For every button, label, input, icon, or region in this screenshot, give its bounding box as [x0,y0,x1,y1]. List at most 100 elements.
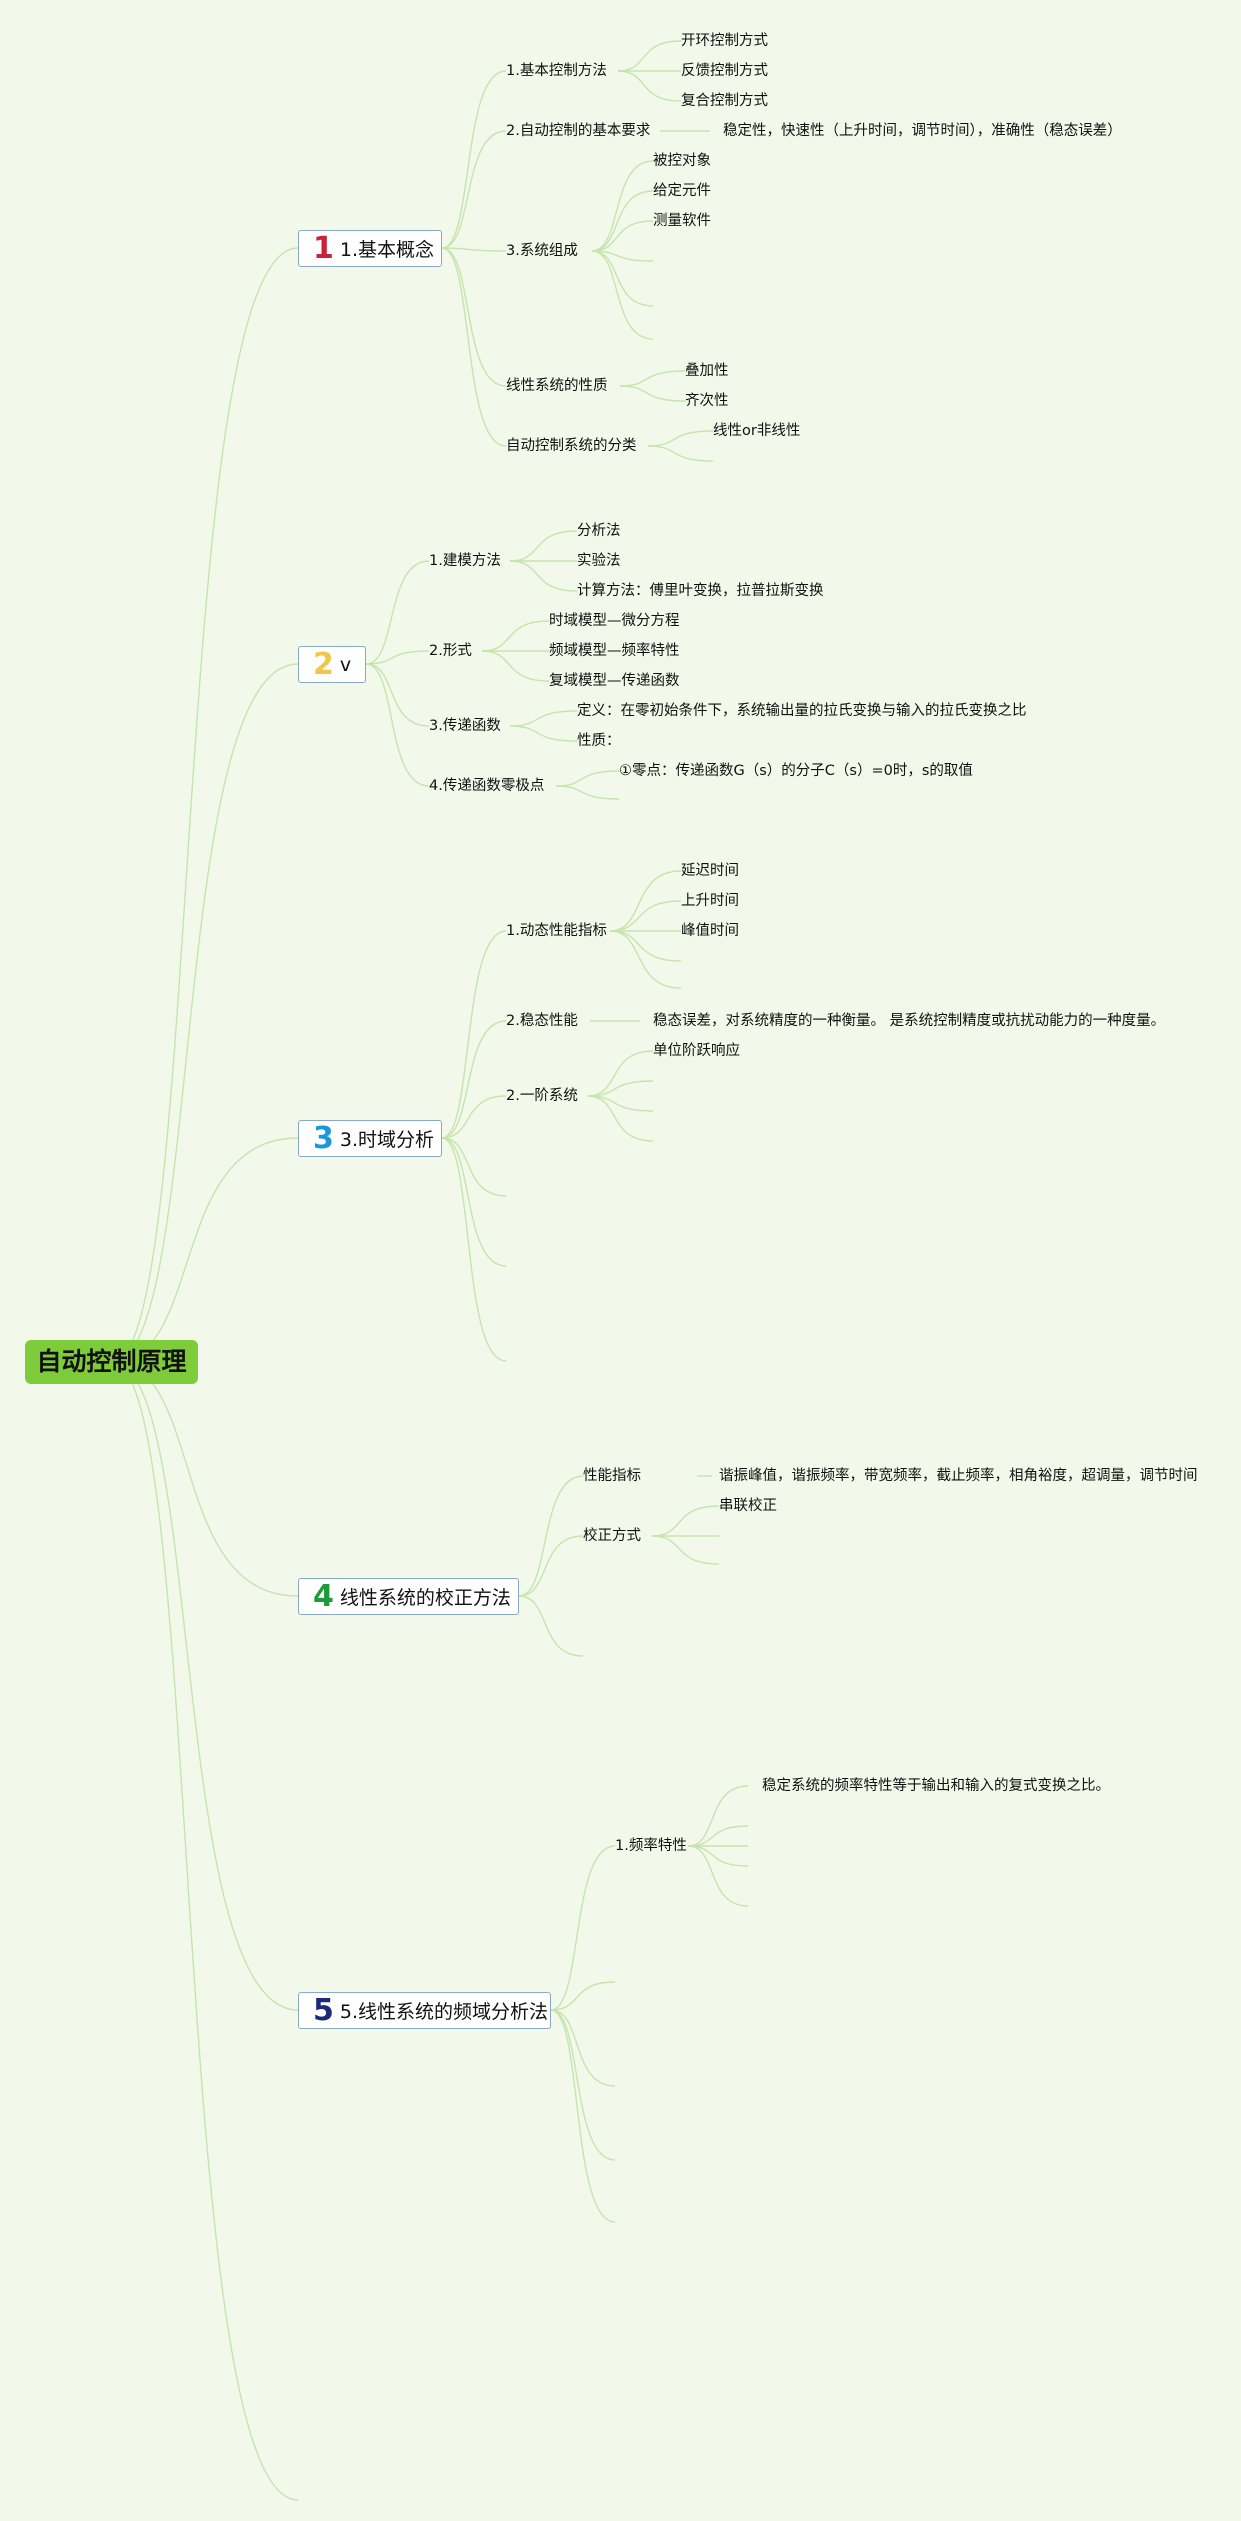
connector-line [111,1361,299,2501]
connector-line [651,1505,720,1537]
connector-line [687,1845,749,1867]
connector-line [111,1361,299,2011]
subtopic-1-4[interactable]: 线性系统的性质 [506,378,608,394]
number-5-icon: 5 [313,1992,334,2028]
leaf-3-1-2[interactable]: 上升时间 [681,893,739,909]
topic-4-node[interactable]: 4 线性系统的校正方法 [298,1578,519,1615]
leaf-2-2-1[interactable]: 时域模型—微分方程 [549,613,680,629]
connector-line [687,1845,749,1907]
leaf-5-1-1[interactable]: 稳定系统的频率特性等于输出和输入的复式变换之比。 [762,1778,1110,1794]
leaf-2-2-2[interactable]: 频域模型—频率特性 [549,643,680,659]
connector-line [441,1020,507,1139]
subtopic-3-2[interactable]: 2.稳态性能 [506,1013,578,1029]
connector-line [111,247,299,1363]
leaf-1-5-1[interactable]: 线性or非线性 [713,423,801,439]
leaf-3-1-1[interactable]: 延迟时间 [681,863,739,879]
connector-line [550,1845,616,2011]
connector-line [555,770,620,787]
connector-line [441,70,507,249]
leaf-2-3-2[interactable]: 性质： [577,733,621,749]
connector-line [509,710,578,727]
connector-line [365,663,430,727]
connector-line [441,247,507,387]
subtopic-1-3[interactable]: 3.系统组成 [506,243,578,259]
connector-line [587,1080,654,1097]
subtopic-3-1[interactable]: 1.动态性能指标 [506,923,607,939]
leaf-2-3-1[interactable]: 定义：在零初始条件下，系统输出量的拉氏变换与输入的拉氏变换之比 [577,703,1027,719]
leaf-2-2-3[interactable]: 复域模型—传递函数 [549,673,680,689]
subtopic-1-2[interactable]: 2.自动控制的基本要求 [506,123,651,139]
subtopic-2-1[interactable]: 1.建模方法 [429,553,501,569]
connector-line [587,1095,654,1142]
number-3-icon: 3 [313,1120,334,1156]
leaf-2-1-3[interactable]: 计算方法：傅里叶变换，拉普拉斯变换 [577,583,824,599]
connector-line [609,870,682,932]
leaf-1-4-1[interactable]: 叠加性 [685,363,729,379]
topic-5-node[interactable]: 5 5.线性系统的频域分析法 [298,1992,551,2029]
leaf-1-1-1[interactable]: 开环控制方式 [681,33,768,49]
connector-line [550,2009,616,2223]
root-node[interactable]: 自动控制原理 [25,1340,198,1384]
leaf-3-3-1[interactable]: 单位阶跃响应 [653,1043,740,1059]
connector-line [587,1095,654,1112]
connector-line [647,445,714,462]
topic-3-node[interactable]: 3 3.时域分析 [298,1120,442,1157]
connector-line [441,130,507,249]
connector-line [518,1475,584,1597]
connector-line [509,725,578,742]
subtopic-2-3[interactable]: 3.传递函数 [429,718,501,734]
leaf-1-2-1[interactable]: 稳定性，快速性（上升时间，调节时间），准确性（稳态误差） [723,123,1122,139]
connector-line [441,247,507,447]
connector-line [365,663,430,787]
connector-line [587,1050,654,1097]
connector-line [481,650,550,682]
connector-line [111,1137,299,1363]
leaf-4-1-1[interactable]: 谐振峰值，谐振频率，带宽频率，截止频率，相角裕度，超调量，调节时间 [719,1468,1198,1484]
leaf-2-1-1[interactable]: 分析法 [577,523,621,539]
leaf-4-2-1[interactable]: 串联校正 [719,1498,777,1514]
connector-line [555,785,620,800]
leaf-2-4-1[interactable]: ①零点：传递函数G（s）的分子C（s）=0时，s的取值 [619,763,973,779]
connector-line [441,1137,507,1362]
leaf-3-1-3[interactable]: 峰值时间 [681,923,739,939]
number-1-icon: 1 [313,230,334,266]
topic-2-node[interactable]: 2 v [298,646,366,683]
connector-line [365,560,430,665]
connector-line [111,1361,299,1597]
connector-line [441,1137,507,1267]
connector-line [509,530,578,562]
leaf-1-1-2[interactable]: 反馈控制方式 [681,63,768,79]
leaf-3-2-1[interactable]: 稳态误差，对系统精度的一种衡量。 是系统控制精度或抗扰动能力的一种度量。 [653,1013,1166,1029]
subtopic-4-1[interactable]: 性能指标 [583,1468,641,1484]
topic-1-node[interactable]: 1 1.基本概念 [298,230,442,267]
connector-line [550,1981,616,2011]
connector-line [441,930,507,1139]
connector-line [651,1535,720,1565]
subtopic-1-5[interactable]: 自动控制系统的分类 [506,438,637,454]
leaf-1-1-3[interactable]: 复合控制方式 [681,93,768,109]
topic-3-label: 3.时域分析 [339,1129,435,1151]
subtopic-3-3[interactable]: 2.一阶系统 [506,1088,578,1104]
subtopic-2-2[interactable]: 2.形式 [429,643,472,659]
subtopic-2-4[interactable]: 4.传递函数零极点 [429,778,545,794]
leaf-1-3-1[interactable]: 被控对象 [653,153,711,169]
topic-4-label: 线性系统的校正方法 [339,1587,511,1609]
subtopic-4-2[interactable]: 校正方式 [583,1528,641,1544]
leaf-2-1-2[interactable]: 实验法 [577,553,621,569]
connector-line [518,1595,584,1657]
connector-line [591,250,654,340]
subtopic-5-1[interactable]: 1.频率特性 [615,1838,687,1854]
connector-line [687,1785,749,1847]
connector-line [619,385,686,402]
connector-line [550,2009,616,2087]
connector-line [617,40,682,72]
leaf-1-4-2[interactable]: 齐次性 [685,393,729,409]
connector-line [619,370,686,387]
topic-1-label: 1.基本概念 [339,239,435,261]
leaf-1-3-3[interactable]: 测量软件 [653,213,711,229]
connector-line [591,190,654,252]
connector-line [591,160,654,252]
leaf-1-3-2[interactable]: 给定元件 [653,183,711,199]
subtopic-1-1[interactable]: 1.基本控制方法 [506,63,607,79]
connector-line [617,70,682,102]
